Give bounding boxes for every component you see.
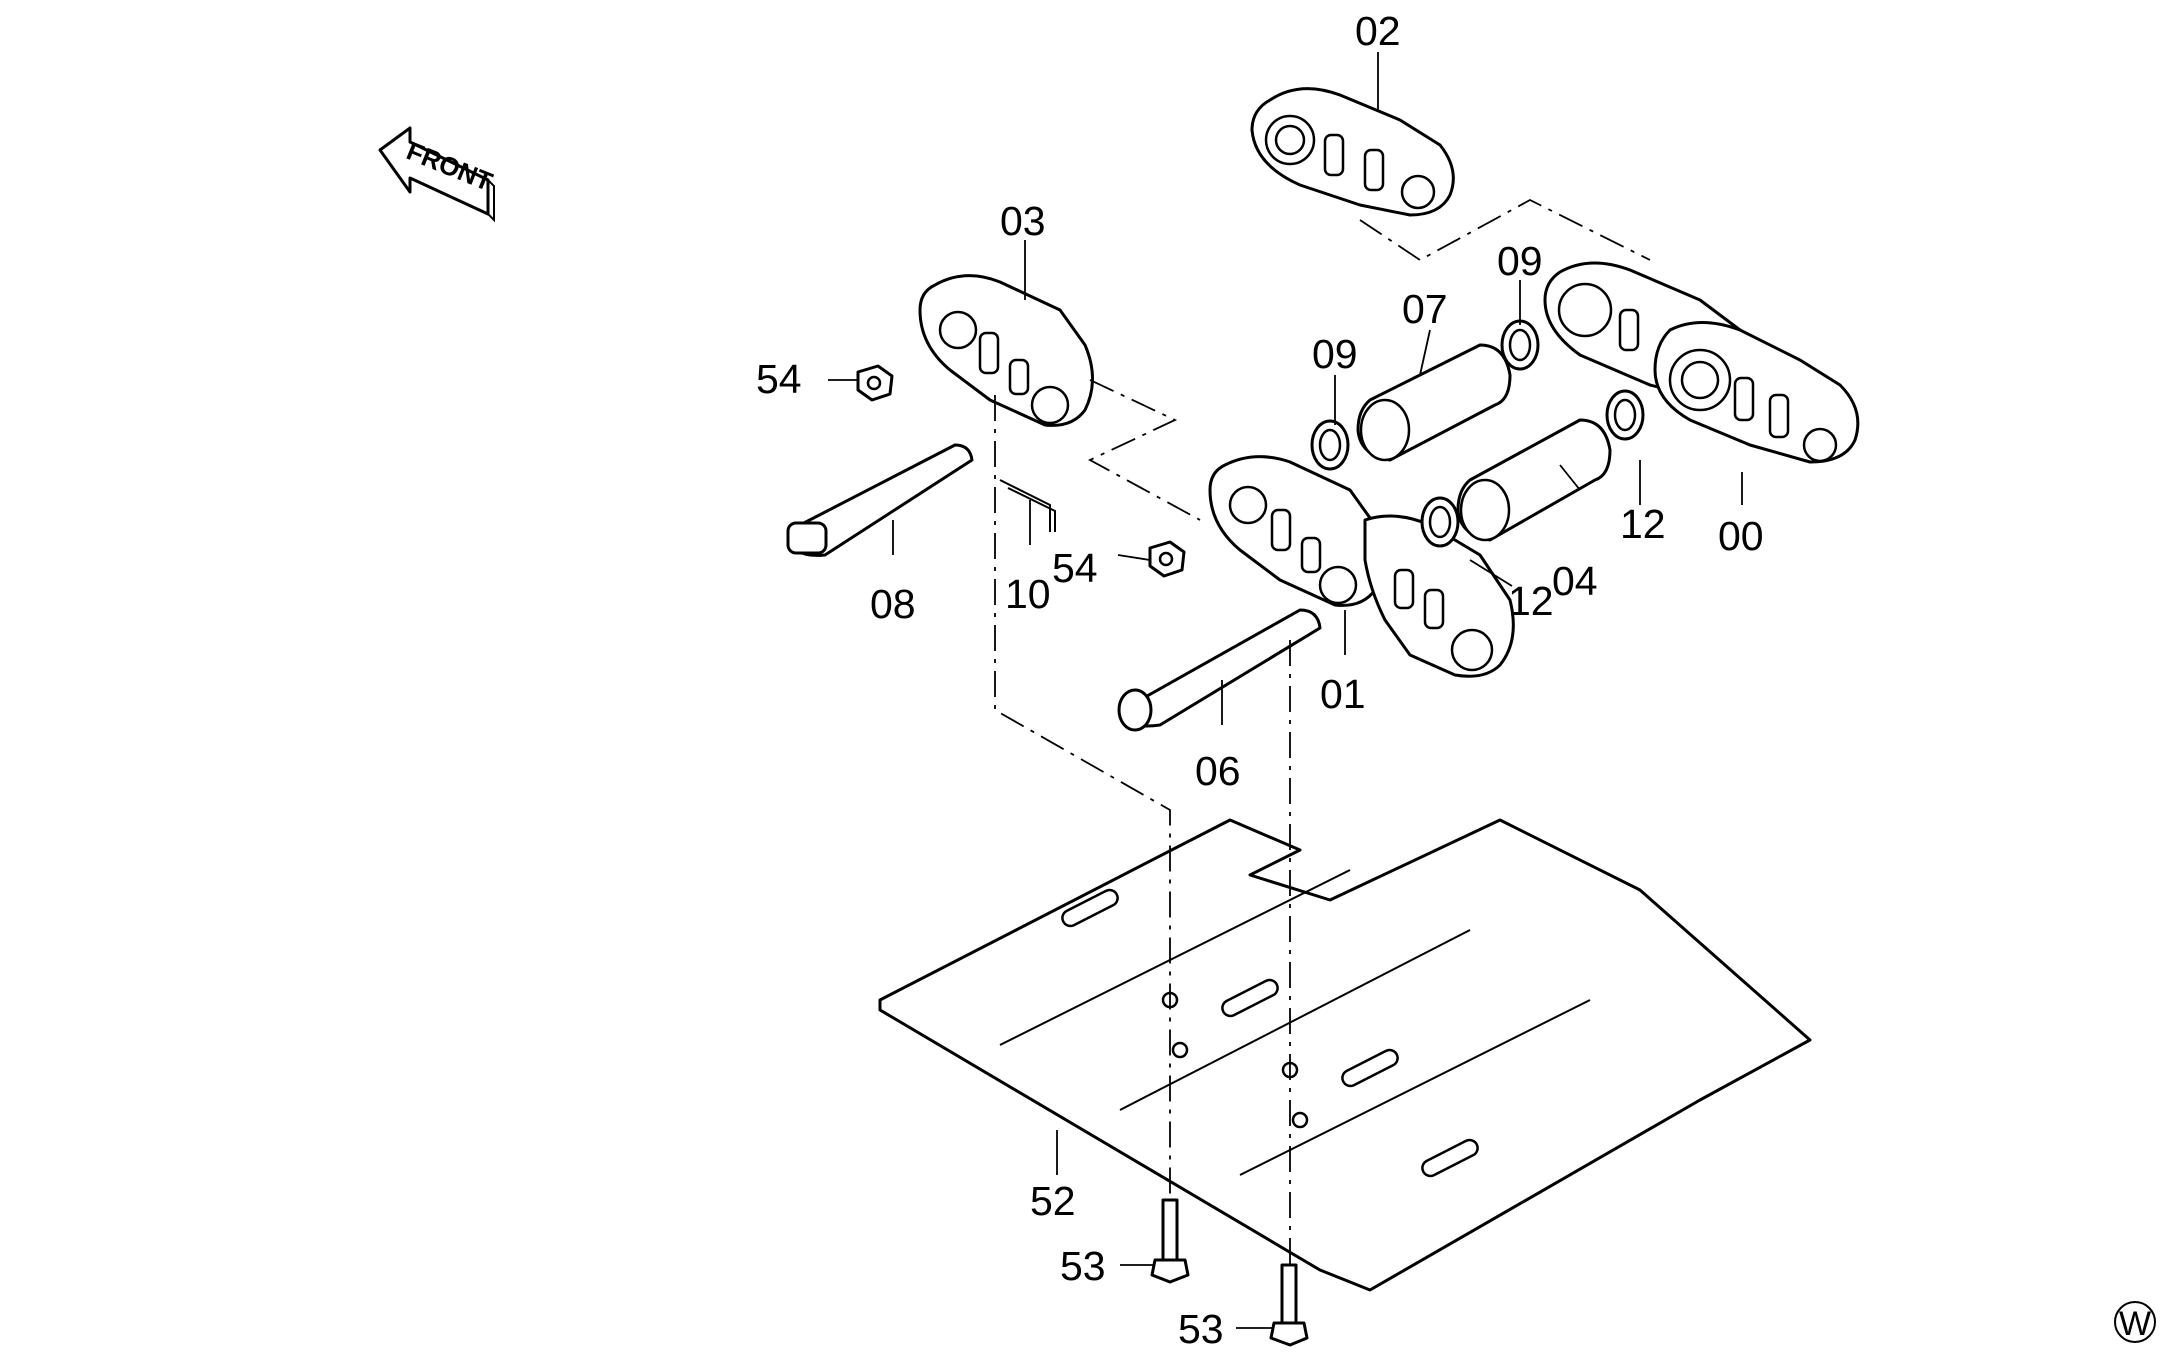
track-link-03 (918, 274, 1094, 427)
label-12-mid: 12 (1508, 578, 1554, 624)
seal-09-right (1500, 319, 1540, 371)
leader-lines (828, 52, 1743, 1329)
label-52: 52 (1030, 1178, 1076, 1224)
label-02: 02 (1355, 8, 1401, 54)
spring-pin-10-edge (1007, 487, 1056, 532)
label-10: 10 (1005, 571, 1051, 617)
corner-w-text: W (2119, 1305, 2151, 1343)
track-link-02 (1250, 87, 1455, 217)
label-03: 03 (1000, 198, 1046, 244)
label-54-top: 54 (756, 356, 802, 402)
pin-06 (1117, 608, 1322, 732)
front-arrow-icon: FRONT (378, 126, 497, 223)
shoe-bolt-53-left (1150, 1198, 1190, 1284)
callout-labels: 02 03 54 09 07 09 08 10 54 12 04 12 00 0… (756, 8, 1764, 1352)
seal-12-right (1605, 389, 1645, 441)
track-shoe-52 (878, 818, 1812, 1292)
master-pin-08 (786, 443, 974, 557)
label-53-left: 53 (1060, 1243, 1106, 1289)
spring-pin-10 (999, 479, 1051, 532)
seal-09-left (1310, 419, 1350, 471)
nut-54-mid (1148, 540, 1186, 578)
track-link-01 (1208, 455, 1515, 678)
label-01: 01 (1320, 671, 1366, 717)
assembly-lines (994, 198, 1651, 1265)
label-12-right: 12 (1620, 501, 1666, 547)
track-link-00 (1543, 261, 1860, 464)
label-08: 08 (870, 581, 916, 627)
label-54-mid: 54 (1052, 545, 1098, 591)
nut-54-top (856, 364, 894, 402)
label-04: 04 (1552, 558, 1598, 604)
seal-12-left (1420, 496, 1460, 548)
label-00: 00 (1718, 513, 1764, 559)
label-09-right: 09 (1497, 238, 1543, 284)
corner-w-mark: W (2114, 1301, 2156, 1343)
shoe-bolt-53-right (1269, 1263, 1309, 1347)
label-06: 06 (1195, 748, 1241, 794)
label-07: 07 (1402, 286, 1448, 332)
bushing-04 (1456, 418, 1612, 542)
label-53-right: 53 (1178, 1306, 1224, 1351)
bushing-07 (1356, 343, 1512, 462)
label-09-left: 09 (1312, 331, 1358, 377)
